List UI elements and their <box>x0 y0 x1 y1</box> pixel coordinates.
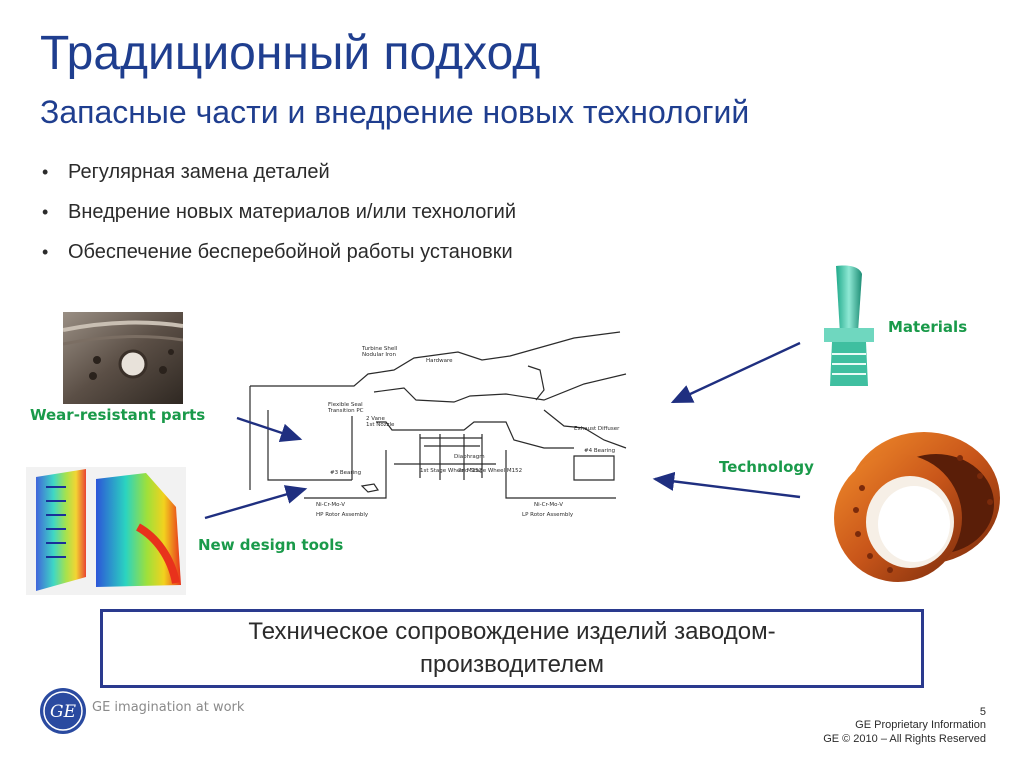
bullet-icon: • <box>42 162 49 182</box>
callout-design-tools: New design tools <box>198 536 344 554</box>
bullet-item: • Регулярная замена деталей <box>42 157 516 197</box>
arrow-design <box>204 485 308 520</box>
arrow-technology <box>652 471 801 499</box>
callout-wear-resistant: Wear-resistant parts <box>30 406 206 424</box>
wear-part-photo <box>63 312 183 404</box>
diagram-label-transition: Transition PC <box>327 408 364 414</box>
copyright-notice: GE © 2010 – All Rights Reserved <box>823 733 986 745</box>
arrow-materials <box>670 341 801 404</box>
callout-technology: Technology <box>719 458 814 476</box>
diagram-label-hp-material: Ni-Cr-Mo-V <box>316 502 345 508</box>
diagram-label-vane: 2 Vane <box>366 416 385 422</box>
diagram-label-hp-rotor: HP Rotor Assembly <box>316 512 369 518</box>
turbine-diagram: Turbine Shell Nodular Iron Hardware Flex… <box>249 331 627 518</box>
diagram-label-bearing-3: #3 Bearing <box>330 470 361 476</box>
diagram-label-nodular-iron: Nodular Iron <box>362 352 396 358</box>
diagram-label-nozzle: 1st Nozzle <box>366 422 395 428</box>
bullet-icon: • <box>42 202 49 222</box>
diagram-label-lp-material: Ni-Cr-Mo-V <box>534 502 563 508</box>
page-number: 5 <box>979 706 986 718</box>
callout-materials: Materials <box>888 318 968 336</box>
proprietary-notice: GE Proprietary Information <box>855 719 986 731</box>
bullet-text: Регулярная замена деталей <box>68 161 330 183</box>
arrow-wear <box>236 416 303 443</box>
bullet-item: • Внедрение новых материалов и/или технол… <box>42 197 516 237</box>
diagram-label-flexible-seal: Flexible Seal <box>328 402 363 408</box>
support-note-text: Техническое сопровождение изделий заводо… <box>248 618 776 678</box>
diagram-label-lp-rotor: LP Rotor Assembly <box>522 512 574 518</box>
support-note-box: Техническое сопровождение изделий заводо… <box>100 609 924 688</box>
diagram-label-wheel-1: 1st Stage Wheel M152 <box>420 468 482 474</box>
bullet-list: • Регулярная замена деталей • Внедрение но… <box>42 157 516 277</box>
diagram-label-bearing-4: #4 Bearing <box>584 448 615 454</box>
bullet-icon: • <box>42 242 49 262</box>
bullet-item: • Обеспечение бесперебойной работы устано… <box>42 237 516 277</box>
diagram-label-diaphragm: Diaphragm <box>454 454 485 460</box>
ge-logo-text: GE <box>50 702 77 722</box>
slide-subtitle: Запасные части и внедрение новых техноло… <box>40 94 750 130</box>
ge-tagline: GE imagination at work <box>92 700 245 715</box>
ring-component-image <box>834 432 1000 582</box>
design-tools-image <box>26 467 186 595</box>
bullet-text: Внедрение новых материалов и/или техноло… <box>68 201 517 223</box>
slide-title: Традиционный подход <box>40 27 541 80</box>
diagram-label-hardware: Hardware <box>426 358 453 364</box>
diagram-label-wheel-2: 2nd Stage Wheel M152 <box>458 468 522 474</box>
diagram-label-exhaust: Exhaust Diffuser <box>574 426 620 432</box>
ge-logo-icon: GE <box>40 688 86 734</box>
bullet-text: Обеспечение бесперебойной работы установ… <box>68 241 513 263</box>
turbine-blade-image <box>824 265 874 386</box>
diagram-label-turbine-shell: Turbine Shell <box>361 346 398 352</box>
